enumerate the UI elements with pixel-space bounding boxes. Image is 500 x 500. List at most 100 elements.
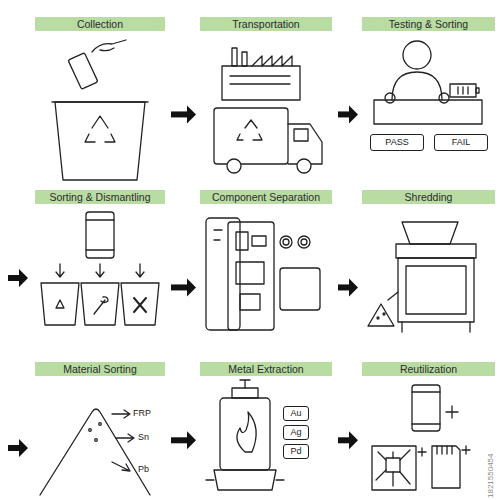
drawing-stroke	[457, 87, 458, 94]
drawing-stroke	[41, 283, 79, 325]
tag-text: FAIL	[452, 137, 471, 147]
drawing-stroke	[432, 446, 460, 488]
drawing-stroke	[237, 120, 262, 140]
pass-button: PASS	[370, 134, 424, 151]
flow-arrow	[338, 105, 358, 123]
drawing-stroke	[121, 283, 159, 325]
flow-arrow	[338, 278, 358, 296]
tester	[374, 41, 482, 124]
drawing-stroke	[476, 88, 479, 93]
drawing-stroke	[283, 239, 289, 245]
drawing-stroke	[56, 300, 64, 308]
drawing-stroke	[52, 101, 148, 102]
drawing-stroke	[187, 278, 196, 296]
drawing-stroke	[297, 159, 311, 173]
drawing-stroke	[112, 410, 130, 418]
drawing-stroke	[230, 75, 290, 76]
watermark: 1821550454	[486, 454, 495, 499]
drawing-stroke	[280, 236, 292, 248]
shredder	[368, 222, 476, 332]
drawing-stroke	[252, 56, 292, 66]
drawing-stroke	[89, 429, 92, 432]
drawing-stroke	[450, 84, 476, 97]
panel-heading: Shredding	[362, 190, 495, 204]
drawing-stroke	[402, 322, 470, 332]
drawing-stroke	[301, 239, 307, 245]
recycling-truck	[214, 108, 322, 173]
drawing-stroke	[338, 111, 349, 117]
drawing-stroke	[412, 391, 440, 392]
separation-panel: Component Separation	[200, 190, 332, 358]
drawing-stroke	[412, 423, 440, 424]
tag-text: Pd	[290, 446, 301, 456]
drawing-stroke	[86, 212, 114, 258]
drawing-stroke	[338, 284, 349, 290]
drawing-stroke	[228, 222, 274, 330]
drawing-stroke	[187, 431, 196, 449]
material-name: Sn	[138, 432, 149, 442]
drawing-stroke	[418, 448, 426, 456]
flow-arrow	[8, 269, 28, 287]
drawing-stroke	[86, 219, 114, 220]
drawing-stroke	[406, 266, 466, 314]
reutilization-panel: Reutilization	[362, 362, 495, 497]
drawing-stroke	[403, 41, 431, 69]
drawing-stroke	[437, 446, 452, 454]
drawing-stroke	[236, 262, 264, 284]
drawing-stroke	[240, 380, 250, 388]
drawing-stroke	[206, 218, 240, 330]
drawing-stroke	[56, 264, 144, 277]
drawing-stroke	[368, 304, 394, 326]
drawing-stroke	[171, 437, 187, 443]
drawing-stroke	[412, 385, 440, 431]
drawing-stroke	[94, 297, 108, 314]
drawing-stroke	[462, 87, 463, 94]
metal-ingot: Ag	[283, 425, 309, 440]
drawing-stroke	[95, 439, 98, 442]
flow-arrow	[171, 278, 196, 296]
panel-heading: Metal Extraction	[200, 362, 332, 376]
drawing-stroke	[467, 87, 468, 94]
material-name: FRP	[133, 408, 151, 418]
drawing-stroke	[85, 116, 115, 142]
drawing-stroke	[280, 268, 320, 310]
drawing-stroke	[230, 83, 290, 84]
drawing-stroke	[396, 244, 476, 258]
drawing-stroke	[187, 105, 196, 123]
drawing-stroke	[462, 446, 470, 454]
drawing-stroke	[171, 111, 187, 117]
drawing-stroke	[214, 230, 222, 240]
shredding-panel: Shredding	[362, 190, 495, 358]
flow-arrow	[338, 431, 358, 449]
drawing-stroke	[232, 388, 258, 398]
drawing-stroke	[220, 398, 270, 470]
panel-heading: Transportation	[200, 17, 332, 31]
collection-panel: Collection	[35, 17, 165, 185]
drawing-stroke	[349, 105, 358, 123]
drawing-stroke	[298, 236, 310, 248]
drawing-stroke	[8, 40, 482, 495]
tag-text: PASS	[385, 137, 408, 147]
testing-panel: Testing & SortingPASSFAIL	[362, 17, 495, 185]
drawing-stroke	[288, 124, 322, 164]
drawing-stroke	[227, 159, 241, 173]
drawing-stroke	[81, 283, 119, 325]
drawing-stroke	[349, 431, 358, 449]
drawing-stroke	[214, 108, 288, 164]
material-sorting-panel: Material Sorting	[35, 362, 165, 497]
flow-arrow	[171, 105, 196, 123]
drawing-stroke	[240, 294, 260, 310]
drawing-stroke	[99, 423, 102, 426]
metal-ingot: Au	[283, 406, 309, 421]
drawing-stroke	[402, 222, 458, 244]
extraction-panel: Metal ExtractionAuAgPd	[200, 362, 332, 497]
flow-arrow	[171, 431, 196, 449]
material-pile	[40, 409, 150, 495]
flow-arrow	[8, 439, 28, 457]
drawing-stroke	[232, 48, 237, 66]
drawing-stroke	[40, 409, 150, 495]
factory	[222, 48, 300, 100]
phone-components	[206, 218, 320, 330]
